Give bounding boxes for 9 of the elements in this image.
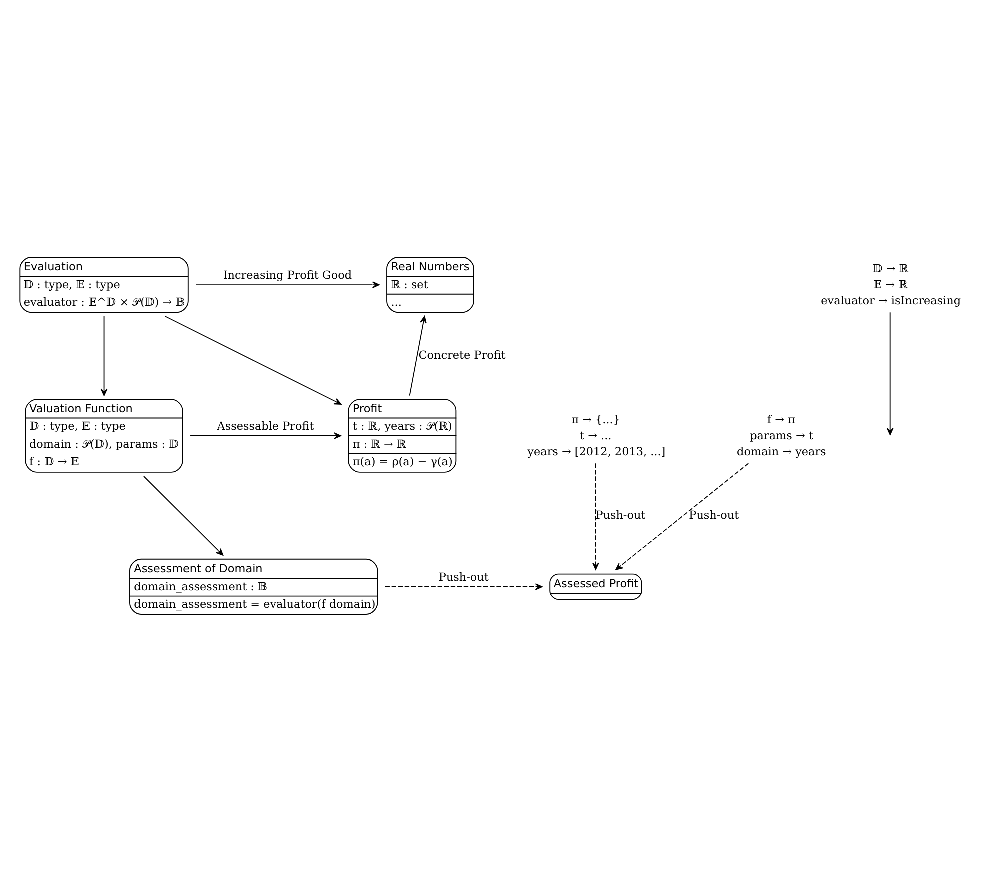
edge-label: Push-out [596,508,646,522]
edge-label: Push-out [438,570,489,584]
edge-label: Push-out [689,508,740,522]
edge-label: Increasing Profit Good [223,269,352,282]
node-text: π → {...} t → ... years → [2012, 2013, ...] [528,413,666,458]
node-text: f → π params → t domain → years [737,413,826,458]
edge-label: Concrete Profit [418,348,506,362]
node-text: 𝔻 → ℝ 𝔼 → ℝ evaluator → isIncreasing [821,262,962,308]
edge-label: Assessable Profit [217,420,314,434]
